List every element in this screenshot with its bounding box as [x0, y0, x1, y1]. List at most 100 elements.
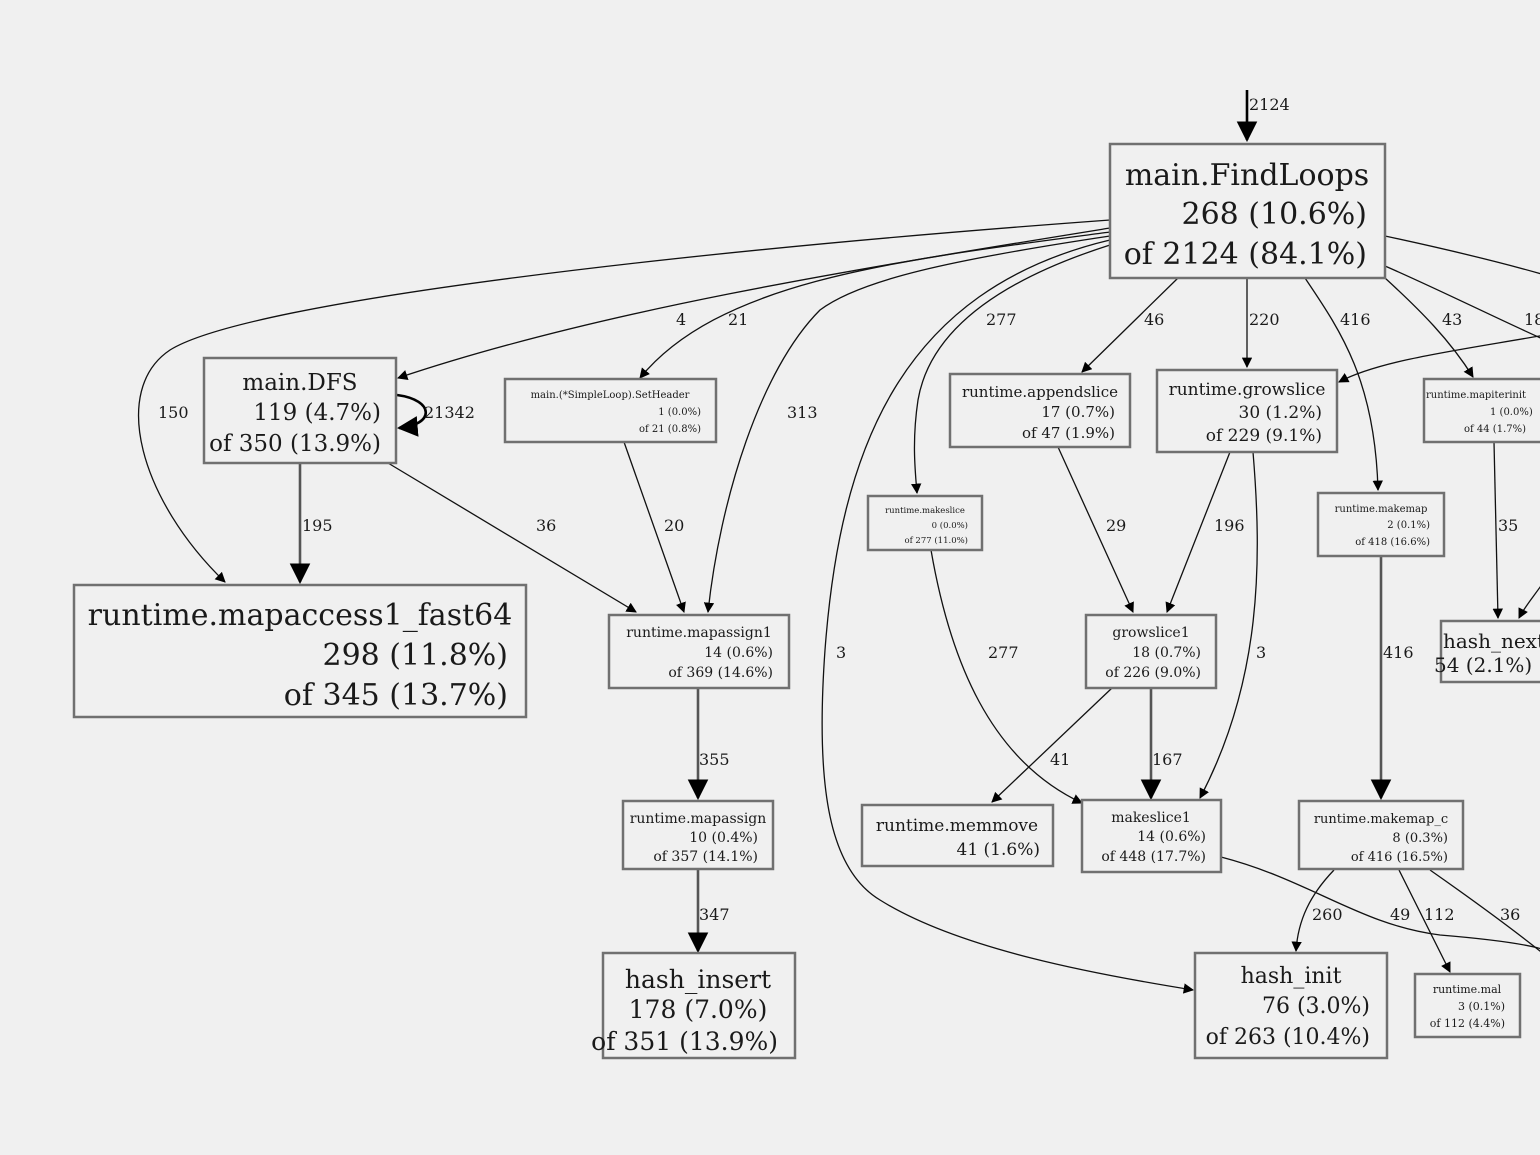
edge-findloops-mapassign1[interactable]: 313 [703, 235, 1111, 614]
edge-findloops-mapiterinit[interactable]: 43 [1384, 277, 1474, 378]
node-hash-init[interactable]: hash_init 76 (3.0%) of 263 (10.4%) [1193, 951, 1389, 1060]
edge-entry-findloops[interactable]: 2124 [1236, 90, 1290, 143]
edge-offscreen-growslice[interactable] [1338, 335, 1540, 383]
edge-makeslice1-offscreen[interactable]: 49 [1220, 856, 1540, 950]
edge-findloops-dfs[interactable]: 4 [397, 227, 1111, 380]
node-growslice[interactable]: runtime.growslice 30 (1.2%) of 229 (9.1%… [1155, 368, 1339, 454]
node-mapassign[interactable]: runtime.mapassign 10 (0.4%) of 357 (14.1… [621, 799, 775, 871]
node-name: hash_init [1241, 964, 1342, 989]
node-flat: 3 (0.1%) [1458, 1000, 1505, 1013]
edge-label: 347 [699, 905, 730, 924]
edge-findloops-makeslice[interactable]: 277 [911, 244, 1111, 495]
edge-label: 277 [988, 643, 1019, 662]
edge-label: 4 [676, 310, 686, 329]
edge-label: 2124 [1249, 95, 1290, 114]
node-cum: of 112 (4.4%) [1430, 1017, 1505, 1030]
edge-findloops-offscreen[interactable]: 18 [1384, 265, 1540, 340]
edge-label: 46 [1144, 310, 1164, 329]
node-mapassign1[interactable]: runtime.mapassign1 14 (0.6%) of 369 (14.… [607, 613, 791, 690]
node-cum: of 357 (14.1%) [653, 849, 758, 865]
edge-label: 43 [1442, 310, 1462, 329]
node-runtime-mal[interactable]: runtime.mal 3 (0.1%) of 112 (4.4%) [1413, 972, 1522, 1039]
node-makeslice1[interactable]: makeslice1 14 (0.6%) of 448 (17.7%) [1080, 798, 1223, 874]
node-flat: 119 (4.7%) [253, 400, 381, 426]
edge-growslice1-memmove[interactable]: 41 [991, 687, 1113, 803]
node-name: runtime.makemap [1335, 504, 1428, 515]
edge-label: 41 [1050, 750, 1070, 769]
edge-mapassign-hashinsert[interactable]: 347 [687, 870, 730, 954]
node-flat: 0 (0.0%) [932, 520, 968, 531]
edge-dfs-mapaccess[interactable]: 195 [289, 463, 333, 585]
node-flat: 18 (0.7%) [1132, 645, 1201, 661]
node-cum: of 345 (13.7%) [284, 678, 508, 713]
node-main-findloops[interactable]: main.FindLoops 268 (10.6%) of 2124 (84.1… [1108, 142, 1387, 280]
node-cum: of 21 (0.8%) [639, 424, 701, 435]
node-flat: 41 (1.6%) [957, 840, 1041, 860]
edge-findloops-appendslice[interactable]: 46 [1081, 277, 1179, 373]
edge-label: 167 [1152, 750, 1183, 769]
edge-makemapc-offscreen[interactable]: 36 [1429, 869, 1540, 955]
edge-mapiterinit-hashnext[interactable]: 35 [1492, 441, 1518, 620]
edge-findloops-setheader[interactable]: 21 [639, 231, 1111, 379]
node-name: main.DFS [242, 370, 357, 396]
edge-label: 35 [1498, 516, 1518, 535]
node-hash-insert[interactable]: hash_insert 178 (7.0%) of 351 (13.9%) [591, 951, 797, 1060]
edge-label: 49 [1390, 905, 1410, 924]
node-flat: 298 (11.8%) [322, 638, 508, 673]
node-name: runtime.mapassign1 [626, 625, 772, 641]
node-hash-next[interactable]: hash_next 54 (2.1%) [1434, 619, 1540, 684]
node-appendslice[interactable]: runtime.appendslice 17 (0.7%) of 47 (1.9… [948, 372, 1132, 449]
node-mapaccess1-fast64[interactable]: runtime.mapaccess1_fast64 298 (11.8%) of… [72, 583, 528, 719]
edge-findloops-makemap[interactable]: 416 [1304, 277, 1383, 492]
node-flat: 14 (0.6%) [1137, 829, 1206, 845]
node-flat: 54 (2.1%) [1434, 653, 1532, 677]
edge-label: 355 [699, 750, 730, 769]
edge-growslice1-makeslice1[interactable]: 167 [1140, 688, 1183, 801]
edge-makemap-makemapc[interactable]: 416 [1370, 556, 1414, 801]
edge-offscreen-hashnext [1518, 586, 1540, 619]
edge-findloops-mapaccess[interactable]: 150 [138, 219, 1111, 583]
node-name: runtime.mapiterinit [1426, 390, 1526, 401]
edge-makeslice-makeslice1[interactable]: 277 [930, 549, 1083, 804]
node-name: main.FindLoops [1125, 158, 1369, 193]
edge-dfs-self[interactable]: 21342 [396, 393, 475, 437]
edge-label: 196 [1214, 516, 1245, 535]
node-mapiterinit[interactable]: runtime.mapiterinit 1 (0.0%) of 44 (1.7%… [1422, 377, 1540, 444]
node-flat: 1 (0.0%) [1490, 407, 1533, 418]
node-growslice1[interactable]: growslice1 18 (0.7%) of 226 (9.0%) [1084, 613, 1218, 690]
edge-findloops-growslice[interactable]: 220 [1241, 278, 1280, 369]
nodes: main.FindLoops 268 (10.6%) of 2124 (84.1… [72, 142, 1540, 1060]
node-makeslice[interactable]: runtime.makeslice 0 (0.0%) of 277 (11.0%… [866, 494, 984, 552]
node-flat: 268 (10.6%) [1181, 197, 1367, 232]
node-cum: of 47 (1.9%) [1022, 424, 1115, 442]
edge-label: 3 [836, 643, 846, 662]
edge-makemapc-hashinit[interactable]: 260 [1291, 869, 1343, 953]
node-flat: 8 (0.3%) [1392, 831, 1448, 846]
edge-findloops-hashinit[interactable]: 3 [821, 239, 1195, 994]
edge-label: 36 [1500, 905, 1520, 924]
node-cum: of 277 (11.0%) [904, 535, 968, 546]
node-cum: of 351 (13.9%) [591, 1027, 778, 1056]
edge-dfs-mapassign1[interactable]: 36 [387, 462, 637, 613]
node-main-dfs[interactable]: main.DFS 119 (4.7%) of 350 (13.9%) [202, 356, 398, 465]
node-cum: of 226 (9.0%) [1105, 665, 1201, 681]
node-name: makeslice1 [1111, 810, 1191, 826]
node-name: runtime.makeslice [885, 506, 965, 516]
node-name: runtime.makemap_c [1314, 812, 1448, 827]
node-flat: 14 (0.6%) [704, 645, 773, 661]
node-name: growslice1 [1112, 625, 1189, 641]
edge-makemapc-mal[interactable]: 112 [1398, 869, 1455, 973]
edge-appendslice-growslice1[interactable]: 29 [1057, 446, 1134, 613]
node-makemap[interactable]: runtime.makemap 2 (0.1%) of 418 (16.6%) [1316, 491, 1446, 558]
node-name: main.(*SimpleLoop).SetHeader [531, 390, 690, 401]
node-setheader[interactable]: main.(*SimpleLoop).SetHeader 1 (0.0%) of… [503, 377, 718, 444]
node-name: runtime.mapaccess1_fast64 [88, 598, 513, 633]
edge-growslice-makeslice1[interactable]: 3 [1199, 451, 1266, 799]
node-cum: of 44 (1.7%) [1464, 424, 1526, 435]
edge-growslice-growslice1[interactable]: 196 [1165, 451, 1245, 613]
edge-label: 20 [664, 516, 684, 535]
node-makemap-c[interactable]: runtime.makemap_c 8 (0.3%) of 416 (16.5%… [1297, 799, 1465, 871]
edge-setheader-mapassign1[interactable]: 20 [623, 441, 686, 613]
edge-mapassign1-mapassign[interactable]: 355 [687, 688, 730, 801]
node-memmove[interactable]: runtime.memmove 41 (1.6%) [860, 803, 1055, 868]
